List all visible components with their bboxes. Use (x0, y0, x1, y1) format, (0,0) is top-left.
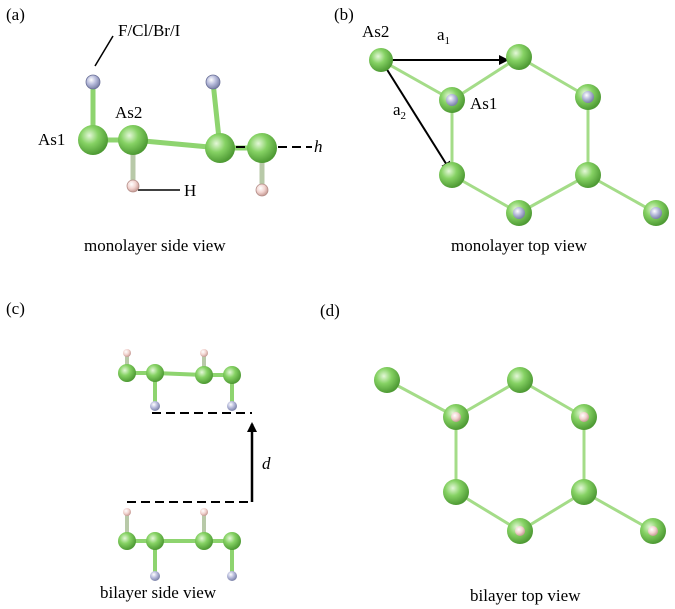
arsenic-atom (443, 479, 469, 505)
arsenic-atom (118, 364, 136, 382)
halogen-atom (513, 207, 525, 219)
panel-d-bonds (386, 378, 654, 533)
hydrogen-atom (123, 508, 131, 516)
hydrogen-atom (451, 412, 461, 422)
halogen-atom (205, 74, 221, 90)
arsenic-atom (146, 364, 164, 382)
halogen-atom (582, 91, 594, 103)
arsenic-atom-as2 (369, 48, 393, 72)
hydrogen-atom (515, 526, 525, 536)
panel-d: (d) bilayer top view (320, 301, 666, 605)
arsenic-atom (575, 162, 601, 188)
as2-label: As2 (115, 103, 142, 122)
height-label: h (314, 137, 323, 156)
arsenic-atom (571, 479, 597, 505)
panel-c: (c) (6, 299, 271, 602)
distance-label: d (262, 454, 271, 473)
top-layer-bonds (125, 351, 234, 408)
hydrogen-atom (579, 412, 589, 422)
panel-b-bonds (380, 55, 657, 215)
panel-a: (a) F/Cl/Br/I As2 As1 H h monolay (6, 5, 323, 255)
panel-a-caption: monolayer side view (84, 236, 226, 255)
as2-label: As2 (362, 22, 389, 41)
arsenic-atom (374, 367, 400, 393)
panel-d-tag: (d) (320, 301, 340, 320)
arsenic-atom (439, 162, 465, 188)
arsenic-atom (223, 532, 241, 550)
arsenic-atom (506, 44, 532, 70)
a2-label: a2 (393, 100, 406, 122)
halogen-atom (150, 571, 160, 581)
arsenic-atom-as2 (118, 125, 148, 155)
hydrogen-label: H (184, 181, 196, 200)
hydrogen-atom (200, 508, 208, 516)
lattice-vector-a2 (380, 59, 452, 172)
arsenic-atom (507, 367, 533, 393)
panel-c-caption: bilayer side view (100, 583, 217, 602)
halogen-label: F/Cl/Br/I (118, 21, 181, 40)
hydrogen-atom (255, 183, 269, 197)
as1-label: As1 (470, 94, 497, 113)
hydrogen-atom (200, 349, 208, 357)
panel-b-tag: (b) (334, 5, 354, 24)
halogen-atom (650, 207, 662, 219)
panel-d-caption: bilayer top view (470, 586, 581, 605)
as1-label: As1 (38, 130, 65, 149)
halogen-atom (446, 94, 458, 106)
a1-label: a1 (437, 25, 450, 47)
arsenic-atom (223, 366, 241, 384)
hydrogen-atom (126, 179, 140, 193)
halogen-pointer-line (94, 35, 114, 67)
panel-b-caption: monolayer top view (451, 236, 588, 255)
arsenic-atom (195, 366, 213, 384)
hydrogen-atom (648, 526, 658, 536)
halogen-atom (227, 401, 237, 411)
arsenic-atom (146, 532, 164, 550)
panel-b: (b) As2 As1 a1 a2 monolayer to (334, 5, 669, 255)
panel-a-tag: (a) (6, 5, 25, 24)
halogen-atom (227, 571, 237, 581)
arsenic-atom (247, 133, 277, 163)
arsenic-atom (118, 532, 136, 550)
arsenic-atom (195, 532, 213, 550)
halogen-atom (85, 74, 101, 90)
hydrogen-atom (123, 349, 131, 357)
halogen-atom (150, 401, 160, 411)
bottom-layer-bonds (125, 510, 234, 578)
panel-c-tag: (c) (6, 299, 25, 318)
arsenic-atom (205, 133, 235, 163)
panel-a-bonds (90, 79, 265, 193)
arsenic-atom-as1 (78, 125, 108, 155)
